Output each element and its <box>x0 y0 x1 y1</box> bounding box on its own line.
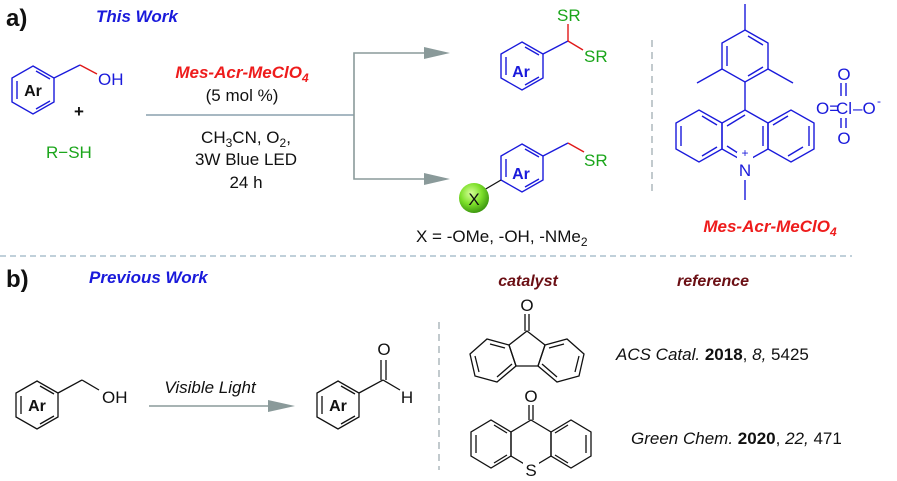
thioether-group-2: SR <box>584 47 608 66</box>
right-ring <box>550 419 592 469</box>
oxygen-bottom: O <box>837 129 850 148</box>
reference-header: reference <box>677 273 749 290</box>
reactant-benzyl-alcohol: Ar OH <box>11 64 124 115</box>
oxygen-atom: O <box>524 387 537 406</box>
catalyst-structure: N + O O= Cl –O - O <box>675 4 881 200</box>
solvent-conditions: CH3CN, O2, <box>201 128 291 150</box>
ar-label: Ar <box>329 398 347 415</box>
nitrogen-atom: N <box>739 161 751 180</box>
cation-charge: + <box>741 146 748 160</box>
perchlorate-anion: O O= Cl –O - O <box>816 65 881 148</box>
panel-a-label: a) <box>6 5 27 32</box>
ar-label: Ar <box>24 83 42 100</box>
catalyst-loading: (5 mol %) <box>206 86 279 105</box>
five-ring <box>508 330 546 367</box>
panel-b-label: b) <box>6 266 29 293</box>
left-ring <box>470 419 512 469</box>
catalyst-name-label: Mes-Acr-MeClO4 <box>703 217 837 239</box>
substituent-note: X = -OMe, -OH, -NMe2 <box>416 227 588 249</box>
time-conditions: 24 h <box>229 173 262 192</box>
anion-charge: - <box>877 94 881 108</box>
fluorenone-structure: O <box>469 296 585 383</box>
plus-sign: + <box>74 102 84 121</box>
acridine-right-ring <box>767 109 815 163</box>
thioether-group: SR <box>584 151 608 170</box>
ar-label: Ar <box>512 64 530 81</box>
aldehyde-hydrogen: H <box>401 388 413 407</box>
right-ring <box>537 338 585 383</box>
product-benzyl-thioether: Ar SR X <box>459 142 608 213</box>
substituent-ball <box>459 183 489 213</box>
left-ring <box>469 338 517 383</box>
light-conditions: 3W Blue LED <box>195 150 297 169</box>
product-aldehyde: Ar O H <box>316 340 413 430</box>
ar-label: Ar <box>512 166 530 183</box>
branch-arrows <box>353 47 450 185</box>
reactant-benzyl-alcohol: Ar OH <box>15 379 128 430</box>
arrow-head <box>268 400 295 412</box>
catalyst-label: Mes-Acr-MeClO4 <box>175 63 309 85</box>
panel-a: a) This Work Ar OH + R−SH Mes-Acr-MeClO4… <box>6 4 881 249</box>
sulfur-atom: S <box>525 461 536 480</box>
carbonyl-oxygen: O <box>377 340 390 359</box>
product-dithioacetal: Ar SR SR <box>500 6 608 91</box>
arrow-label: Visible Light <box>164 378 257 397</box>
hydroxyl-group: OH <box>98 70 124 89</box>
reference-2: Green Chem. 2020, 22, 471 <box>631 429 842 448</box>
reference-1: ACS Catal. 2018, 8, 5425 <box>615 345 809 364</box>
thiol-reactant: R−SH <box>46 143 92 162</box>
panel-b-title: Previous Work <box>89 268 209 287</box>
oxygen-top: O <box>837 65 850 84</box>
thioether-group-1: SR <box>557 6 581 25</box>
panel-a-title: This Work <box>96 7 179 26</box>
oxygen-left: O= <box>816 99 839 118</box>
mesityl-ring <box>721 29 769 83</box>
substituent-x: X <box>468 190 479 209</box>
arrow-head-top <box>424 47 450 59</box>
arrow-head-bottom <box>424 173 450 185</box>
oxygen-right: –O <box>853 99 876 118</box>
panel-b: b) Previous Work Ar OH Visible Light Ar <box>6 266 842 480</box>
hydroxyl-group: OH <box>102 388 128 407</box>
chlorine-atom: Cl <box>836 99 852 118</box>
catalyst-header: catalyst <box>498 273 558 290</box>
thioxanthone-structure: O S <box>470 387 592 480</box>
ar-label: Ar <box>28 398 46 415</box>
acridine-left-ring <box>675 109 723 163</box>
oxygen-atom: O <box>520 296 533 315</box>
